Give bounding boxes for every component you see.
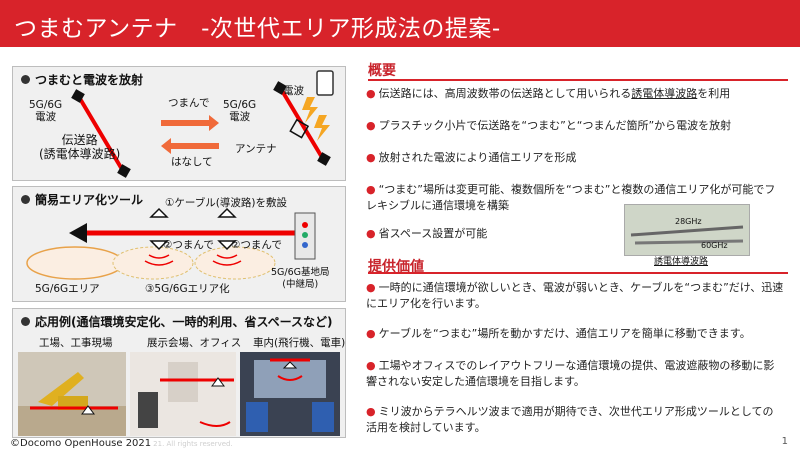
value-heading: 提供価値 bbox=[368, 259, 424, 275]
label-pinch-a: ②つまんで bbox=[163, 239, 214, 251]
label-wave-left: 5G/6G 電波 bbox=[29, 99, 63, 123]
exhibition-photo bbox=[130, 352, 236, 436]
panel-area-tool-heading: 簡易エリア化ツール bbox=[21, 191, 143, 208]
factory-photo bbox=[18, 352, 126, 436]
label-factory: 工場、工事現場 bbox=[39, 337, 113, 349]
overview-bullet-5: ●省スペース設置が可能 bbox=[366, 227, 488, 240]
value-bullet-3: ●工場やオフィスでのレイアウトフリーな通信環境の提供、電波遮蔽物の移動に影響され… bbox=[366, 359, 775, 388]
label-lay-cable: ①ケーブル(導波路)を敷設 bbox=[165, 197, 287, 209]
panel-applications-heading: 応用例(通信環境安定化、一時的利用、省スペースなど) bbox=[21, 313, 333, 330]
value-rule bbox=[368, 272, 788, 274]
label-60ghz: 60GHz bbox=[701, 241, 728, 250]
label-pinch-b: ②つまんで bbox=[231, 239, 282, 251]
value-bullet-2: ●ケーブルを“つまむ”場所を動かすだけ、通信エリアを簡単に移動できます。 bbox=[366, 327, 751, 340]
panel-radiate-heading: つまむと電波を放射 bbox=[21, 71, 143, 88]
label-waveguide: 伝送路 (誘電体導波路) bbox=[39, 133, 121, 161]
waveguide-caption: 誘電体導波路 bbox=[654, 257, 709, 267]
overview-heading: 概要 bbox=[368, 63, 396, 79]
panel-radiate-diagram bbox=[71, 70, 334, 178]
slide-title: つまむアンテナ -次世代エリア形成法の提案- bbox=[14, 16, 501, 42]
overview-bullet-1: ●伝送路には、高周波数帯の伝送路として用いられる誘電体導波路を利用 bbox=[366, 87, 731, 100]
label-wave-mid: 5G/6G 電波 bbox=[223, 99, 257, 123]
panel-area-tool-diagram bbox=[26, 207, 316, 280]
label-base-station: 5G/6G基地局 (中継局) bbox=[271, 267, 330, 290]
label-vehicle: 車内(飛行機、電車) bbox=[253, 337, 346, 349]
waveguide-photo: 28GHz 60GHz bbox=[624, 204, 750, 256]
label-exhibition: 展示会場、オフィス bbox=[147, 337, 242, 349]
vehicle-photo bbox=[240, 352, 340, 436]
panel-area-tool: 簡易エリア化ツール ①ケーブル(導波路)を敷設 ②つまんで ②つまんで 5G/6… bbox=[12, 186, 346, 302]
label-antenna: アンテナ bbox=[235, 143, 277, 155]
panel-radiate: つまむと電波を放射 5G/6G 電波 つまんで はなして 5G/6G 電波 電波… bbox=[12, 66, 346, 181]
label-28ghz: 28GHz bbox=[675, 217, 702, 226]
overview-bullet-2: ●プラスチック小片で伝送路を“つまむ”と“つまんだ箇所”から電波を放射 bbox=[366, 119, 732, 132]
overview-bullet-3: ●放射された電波により通信エリアを形成 bbox=[366, 151, 577, 164]
overview-bullet-4: ●“つまむ”場所は変更可能、複数個所を“つまむ”と複数の通信エリア化が可能でフレ… bbox=[366, 183, 776, 212]
page-number: 1 bbox=[781, 436, 788, 447]
overview-rule bbox=[368, 79, 788, 81]
title-bar: つまむアンテナ -次世代エリア形成法の提案- bbox=[0, 0, 800, 47]
label-area-5g: 5G/6Gエリア bbox=[35, 283, 100, 295]
label-radio: 電波 bbox=[283, 85, 304, 97]
label-area-step3: ③5G/6Gエリア化 bbox=[145, 283, 230, 295]
label-pinch: つまんで bbox=[168, 97, 210, 109]
value-bullet-4: ●ミリ波からテラヘルツ波まで適用が期待でき、次世代エリア形成ツールとしての活用を… bbox=[366, 405, 774, 434]
label-release: はなして bbox=[171, 156, 213, 168]
value-bullet-1: ●一時的に通信環境が欲しいとき、電波が弱いとき、ケーブルを“つまむ”だけ、迅速に… bbox=[366, 281, 784, 310]
